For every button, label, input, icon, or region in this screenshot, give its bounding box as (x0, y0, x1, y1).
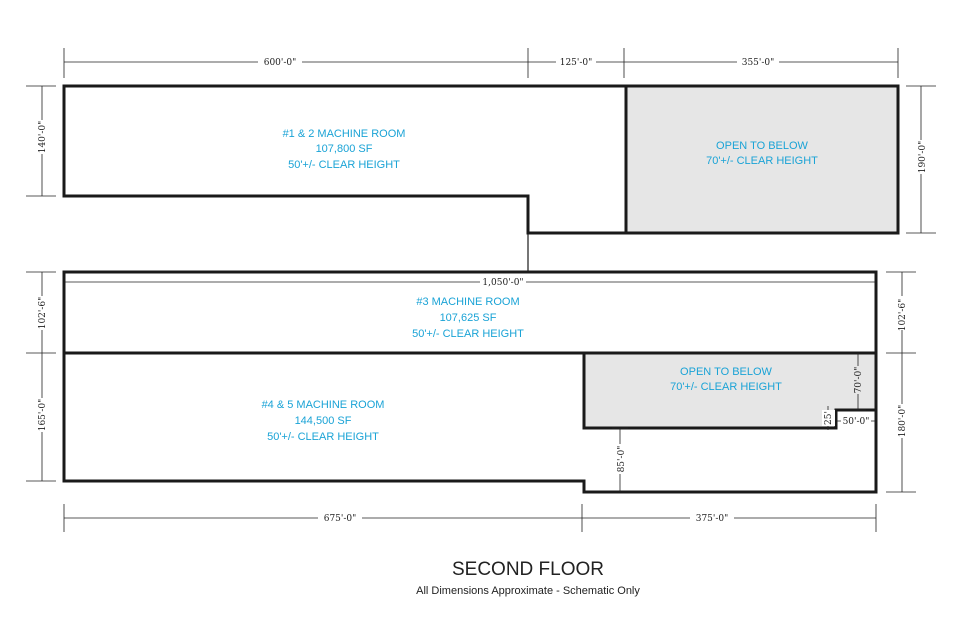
dim-step-height: 25' (824, 411, 834, 425)
dim-left-lower: 165'-0" (38, 399, 48, 432)
dim-notch-depth: 85'-0" (617, 446, 627, 473)
top-dimension-line: 600'-0" 125'-0" 355'-0" (63, 48, 899, 78)
right-upper-dimension: 190'-0" (906, 85, 936, 234)
page-title: SECOND FLOOR (452, 559, 604, 580)
room-label: OPEN TO BELOW (716, 140, 809, 152)
room-label: #4 & 5 MACHINE ROOM (262, 399, 385, 411)
room-height: 70'+/- CLEAR HEIGHT (706, 155, 818, 167)
dim-left-upper: 140'-0" (38, 121, 48, 154)
upper-building (62, 84, 900, 272)
notch-depth-dimension: 85'-0" (612, 427, 628, 492)
room-label: #1 & 2 MACHINE ROOM (283, 128, 406, 140)
left-upper-dimension: 140'-0" (26, 85, 56, 197)
dim-bottom-left: 675'-0" (324, 514, 357, 524)
open-area-upper (626, 86, 898, 233)
dim-top-left: 600'-0" (264, 58, 297, 68)
room-machine-4-5: #4 & 5 MACHINE ROOM 144,500 SF 50'+/- CL… (262, 399, 385, 443)
room-machine-3: #3 MACHINE ROOM 107,625 SF 50'+/- CLEAR … (412, 296, 524, 340)
room-area: 107,800 SF (316, 143, 373, 155)
bottom-dimension-line: 675'-0" 375'-0" (63, 504, 877, 532)
room-area: 144,500 SF (295, 415, 352, 427)
middle-width-dimension: 1,050'-0" (64, 276, 876, 288)
room-height: 50'+/- CLEAR HEIGHT (412, 328, 524, 340)
room-height: 50'+/- CLEAR HEIGHT (267, 431, 379, 443)
dim-right-mid: 102'-6" (898, 299, 908, 332)
dim-right-lower: 180'-0" (898, 405, 908, 438)
dim-top-mid: 125'-0" (560, 58, 593, 68)
room-machine-1-2: #1 & 2 MACHINE ROOM 107,800 SF 50'+/- CL… (283, 128, 406, 171)
page-subtitle: All Dimensions Approximate - Schematic O… (416, 585, 640, 597)
room-open-lower: OPEN TO BELOW 70'+/- CLEAR HEIGHT (670, 366, 782, 393)
dim-bottom-right: 375'-0" (696, 514, 729, 524)
room-label: #3 MACHINE ROOM (416, 296, 519, 308)
dim-step-width: 50'-0" (843, 417, 870, 427)
room-height: 50'+/- CLEAR HEIGHT (288, 159, 400, 171)
dim-top-right: 355'-0" (742, 58, 775, 68)
dim-middle-width: 1,050'-0" (482, 278, 523, 288)
room-open-upper: OPEN TO BELOW 70'+/- CLEAR HEIGHT (706, 140, 818, 167)
dim-right-upper: 190'-0" (918, 141, 928, 174)
open-area-dimensions: 70'-0" 25' 50'-0" (822, 353, 876, 430)
right-lower-dimensions: 102'-6" 180'-0" (886, 271, 916, 493)
room-label: OPEN TO BELOW (680, 366, 773, 378)
room-area: 107,625 SF (440, 312, 497, 324)
dim-open-height: 70'-0" (854, 367, 864, 394)
dim-left-mid: 102'-6" (38, 297, 48, 330)
room-height: 70'+/- CLEAR HEIGHT (670, 381, 782, 393)
left-lower-dimensions: 102'-6" 165'-0" (26, 271, 56, 482)
